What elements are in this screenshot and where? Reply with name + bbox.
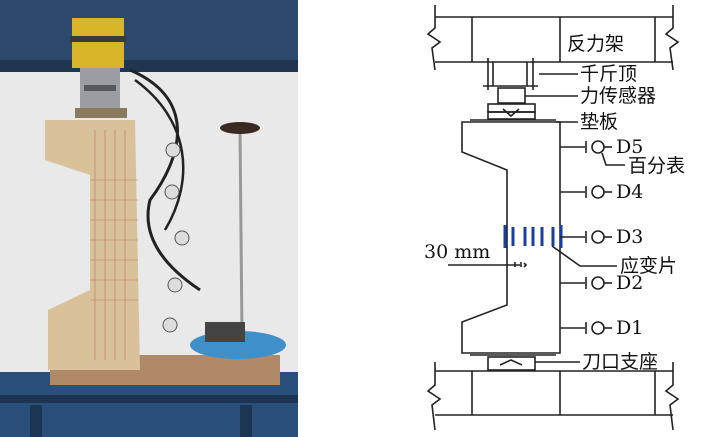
knife-edge-support (470, 354, 556, 371)
load-cell (497, 87, 526, 104)
dial-gauges (560, 140, 612, 335)
label-strain-gauge: 应变片 (620, 255, 677, 277)
label-d3: D3 (616, 226, 643, 248)
pad-plate (470, 103, 556, 121)
test-setup-photo (0, 0, 298, 437)
base-beam (426, 362, 680, 431)
label-d4: D4 (616, 181, 643, 203)
column-specimen (461, 121, 561, 354)
label-d5: D5 (616, 136, 643, 158)
label-pad-plate: 垫板 (580, 111, 618, 133)
label-dial-gauge: 百分表 (628, 155, 685, 177)
schematic: 反力架 千斤顶 力传感器 垫板 D5 百分表 D4 D3 30 mm 应变片 D… (424, 5, 685, 431)
strain-gauges (503, 225, 563, 248)
label-load-cell: 力传感器 (580, 85, 656, 107)
label-jack: 千斤顶 (580, 63, 637, 85)
reaction-frame-beam (426, 5, 680, 71)
label-reaction-frame: 反力架 (567, 33, 624, 55)
label-d1: D1 (616, 317, 643, 339)
label-knife-support: 刀口支座 (582, 351, 658, 373)
label-spacing: 30 mm (424, 241, 490, 263)
label-d2: D2 (616, 272, 643, 294)
jack (483, 58, 538, 90)
